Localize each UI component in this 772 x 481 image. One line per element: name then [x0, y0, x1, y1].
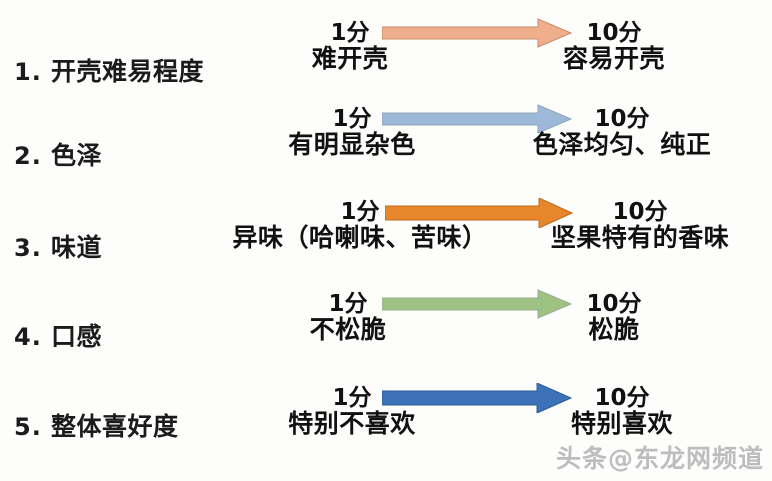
scale-arrow-1: [382, 18, 572, 48]
anchor-high-desc-5: 特别喜欢: [570, 409, 674, 438]
anchor-high-score-1: 10分: [586, 20, 642, 46]
anchor-low-score-3: 1分: [340, 199, 380, 225]
arrow-graphic-5: [382, 383, 572, 413]
anchor-low-score-4: 1分: [328, 291, 368, 317]
anchor-high-desc-4: 松脆: [588, 315, 640, 344]
scale-arrow-4: [382, 289, 572, 319]
criterion-label-2: 2. 色泽: [14, 136, 102, 172]
criterion-number-3: 3.: [14, 234, 42, 262]
criterion-number-2: 2.: [14, 142, 42, 170]
scale-arrow-2: [382, 104, 572, 134]
scale-row-3: 3. 味道 1分 异味（哈喇味、苦味） 10分 坚果特有的香味: [0, 190, 772, 282]
anchor-high-2: 10分 色泽均匀、纯正: [533, 108, 712, 159]
criterion-label-5: 5. 整体喜好度: [14, 407, 179, 443]
criterion-name-3: 味道: [51, 233, 103, 262]
anchor-low-5: 1分 特别不喜欢: [288, 387, 416, 438]
criterion-name-1: 开壳难易程度: [51, 57, 205, 86]
criterion-name-2: 色泽: [51, 141, 103, 170]
criterion-label-1: 1. 开壳难易程度: [14, 52, 204, 88]
anchor-high-1: 10分 容易开壳: [563, 22, 665, 73]
anchor-low-3: 1分 异味（哈喇味、苦味）: [232, 201, 487, 252]
arrow-graphic-2: [382, 104, 572, 134]
anchor-low-score-1: 1分: [330, 20, 370, 46]
anchor-high-score-2: 10分: [594, 106, 650, 132]
anchor-low-4: 1分 不松脆: [310, 293, 387, 344]
criterion-label-4: 4. 口感: [14, 317, 102, 353]
anchor-high-desc-2: 色泽均匀、纯正: [532, 130, 712, 159]
scale-arrow-3: [385, 198, 573, 228]
anchor-low-score-5: 1分: [332, 385, 372, 411]
arrow-graphic-3: [385, 198, 573, 228]
anchor-high-score-3: 10分: [612, 199, 668, 225]
anchor-low-desc-1: 难开壳: [311, 44, 389, 73]
criterion-name-5: 整体喜好度: [51, 412, 179, 441]
anchor-high-score-5: 10分: [594, 385, 650, 411]
anchor-high-desc-1: 容易开壳: [562, 44, 666, 73]
criterion-number-4: 4.: [14, 323, 42, 351]
anchor-high-score-4: 10分: [586, 291, 642, 317]
scale-arrow-5: [382, 383, 572, 413]
criterion-label-3: 3. 味道: [14, 228, 102, 264]
anchor-low-desc-5: 特别不喜欢: [288, 409, 416, 438]
anchor-low-1: 1分 难开壳: [312, 22, 389, 73]
criterion-number-5: 5.: [14, 413, 42, 441]
anchor-high-5: 10分 特别喜欢: [571, 387, 673, 438]
anchor-low-score-2: 1分: [332, 106, 372, 132]
anchor-high-4: 10分 松脆: [586, 293, 641, 344]
anchor-low-2: 1分 有明显杂色: [288, 108, 416, 159]
scale-row-1: 1. 开壳难易程度 1分 难开壳 10分 容易开壳: [0, 8, 772, 100]
arrow-graphic-1: [382, 18, 572, 48]
anchor-low-desc-3: 异味（哈喇味、苦味）: [232, 223, 488, 252]
criterion-name-4: 口感: [51, 322, 103, 351]
scale-row-4: 4. 口感 1分 不松脆 10分 松脆: [0, 282, 772, 374]
scale-row-2: 2. 色泽 1分 有明显杂色 10分 色泽均匀、纯正: [0, 98, 772, 190]
anchor-high-desc-3: 坚果特有的香味: [550, 223, 730, 252]
scale-row-5: 5. 整体喜好度 1分 特别不喜欢 10分 特别喜欢: [0, 375, 772, 467]
arrow-graphic-4: [382, 289, 572, 319]
anchor-low-desc-4: 不松脆: [309, 315, 387, 344]
anchor-low-desc-2: 有明显杂色: [288, 130, 416, 159]
criterion-number-1: 1.: [14, 58, 42, 86]
anchor-high-3: 10分 坚果特有的香味: [551, 201, 730, 252]
